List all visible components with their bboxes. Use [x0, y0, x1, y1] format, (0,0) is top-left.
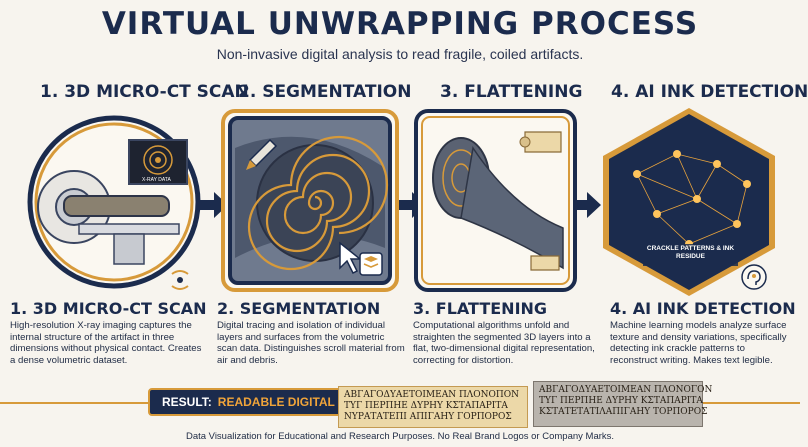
footer-note: Data Visualization for Educational and R… [185, 431, 615, 442]
ai-brain-icon [741, 264, 767, 290]
step-3-description: Computational algorithms unfold and stra… [413, 320, 595, 366]
text-line: ΚΣΤΑΤΕΤΑΤΙΛΑΠΙΓΑΗΥ ΤΟΡΠΟΡΟΣ [539, 407, 708, 417]
page-subtitle: Non-invasive digital analysis to read fr… [216, 46, 584, 62]
radiation-icon [171, 270, 189, 290]
step-4-description: Machine learning models analyze surface … [610, 320, 787, 366]
flattening-panel [414, 109, 577, 292]
step-1-heading: 1. 3D MICRO-CT SCAN [40, 82, 249, 102]
result-label: RESULT: [162, 395, 212, 409]
parchment-icon [519, 131, 562, 153]
text-line: ΤΥΓ ΠΕΡΠΗΕ ΔΥΡΗΥ ΚΣΤΑΠΑΡΙΤΑ [539, 396, 703, 406]
ct-scan-panel: X-RAY DATA [27, 115, 201, 289]
text-line: ΑΒΓΑΓΟΔΥΑΕΤΟΙΜΕΑΝ ΠΛΟΝΟΠΟΝ [344, 390, 520, 400]
page-title: VIRTUAL UNWRAPPING PROCESS [101, 6, 699, 42]
step-1-title: 1. 3D MICRO-CT SCAN [10, 299, 207, 318]
step-3-title: 3. FLATTENING [413, 299, 548, 318]
result-value: READABLE DIGITAL TEXT [217, 395, 369, 409]
result-rule-right [703, 402, 800, 404]
step-2-description: Digital tracing and isolation of individ… [217, 320, 405, 366]
pen-icon [246, 138, 278, 170]
arrow-right-icon [196, 192, 228, 218]
layers-icon [359, 252, 383, 276]
readable-text-sample: ΑΒΓΑΓΟΔΥΑΕΤΟΙΜΕΑΝ ΠΛΟΝΟΠΟΝ ΤΥΓ ΠΕΡΠΗΕ ΔΥ… [338, 386, 528, 428]
parchment-roll-icon [530, 255, 560, 271]
step-4-title: 4. AI INK DETECTION [610, 299, 796, 318]
text-line: ΝΥΡΑΤΑΤΕΠΙ ΑΠΙΓΑΗΥ ΓΟΡΠΟΡΟΣ [344, 412, 512, 422]
step-1-description: High-resolution X-ray imaging captures t… [10, 320, 202, 366]
step-2-heading: 2. SEGMENTATION [238, 82, 412, 102]
text-line: ΑΒΓΑΓΟΔΥΑΕΤΟΙΜΕΑΝ ΠΛΟΝΟΓΟΝ [539, 385, 713, 395]
segmentation-panel [221, 109, 399, 292]
step-2-title: 2. SEGMENTATION [217, 299, 381, 318]
cursor-icon [339, 241, 363, 275]
text-line: ΤΥΓ ΠΕΡΠΗΕ ΔΥΡΗΥ ΚΣΤΑΠΑΡΙΤΑ [344, 401, 508, 411]
result-rule-left [0, 402, 150, 404]
arrow-right-icon [573, 192, 601, 218]
ct-scanner-icon [37, 170, 180, 265]
ai-ink-detection-panel: CRACKLE PATTERNS & INK RESIDUE [603, 108, 775, 296]
xray-data-label: X-RAY DATA [142, 177, 171, 183]
monitor-icon [128, 139, 188, 185]
step-4-heading: 4. AI INK DETECTION [611, 82, 808, 102]
step-3-heading: 3. FLATTENING [440, 82, 583, 102]
unrolled-scroll-icon [432, 137, 564, 270]
network-nodes [633, 150, 751, 248]
scroll-spiral-icon [235, 135, 389, 271]
raw-scan-text-sample: ΑΒΓΑΓΟΔΥΑΕΤΟΙΜΕΑΝ ΠΛΟΝΟΓΟΝ ΤΥΓ ΠΕΡΠΗΕ ΔΥ… [533, 381, 713, 427]
crackle-label: CRACKLE PATTERNS & INK RESIDUE [646, 245, 735, 260]
